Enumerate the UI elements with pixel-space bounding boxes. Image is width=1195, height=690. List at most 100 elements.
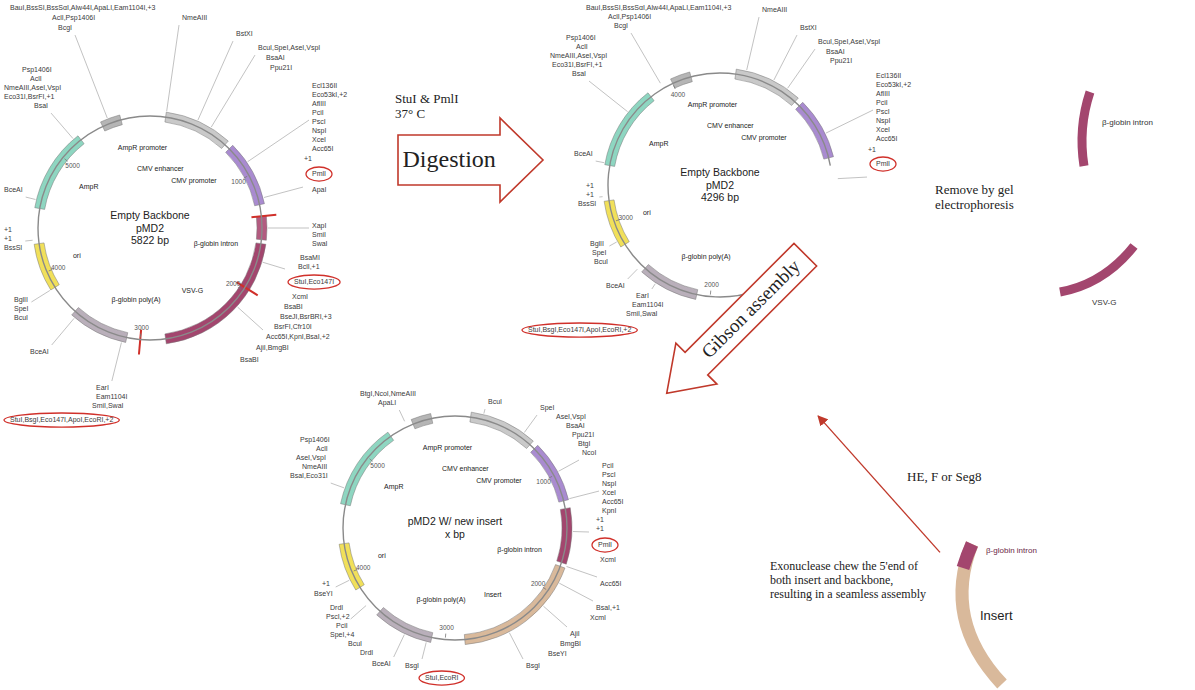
enzyme-site: NmeAIII,AseI,VspI bbox=[4, 84, 61, 92]
enzyme-site: +1 bbox=[586, 182, 594, 190]
enzyme-site: NmeAIII bbox=[762, 6, 787, 14]
feature-label: ori bbox=[73, 252, 81, 260]
feature-arc bbox=[377, 608, 433, 643]
feature-label: ori bbox=[378, 552, 386, 560]
feature-label: AmpR bbox=[649, 140, 668, 148]
enzyme-site: BseYI bbox=[548, 650, 567, 658]
enzyme-site: ApaI bbox=[312, 186, 326, 194]
scale-tick bbox=[710, 291, 711, 295]
enzyme-site: AclI bbox=[30, 75, 42, 83]
feature-arc bbox=[72, 308, 128, 343]
enzyme-site: BssSI bbox=[4, 244, 22, 252]
enzyme-site: Psp1406I bbox=[300, 436, 330, 444]
leader-line bbox=[838, 177, 867, 179]
enzyme-site: BclI,+1 bbox=[298, 263, 320, 271]
enzyme-site: NspI bbox=[602, 480, 616, 488]
enzyme-site: Acc65I bbox=[600, 580, 621, 588]
enzyme-site: XceI bbox=[602, 489, 616, 497]
arrow-outline bbox=[398, 118, 543, 202]
enzyme-site: PciI bbox=[602, 462, 614, 470]
leader-line bbox=[524, 415, 537, 432]
intron-arc bbox=[963, 544, 972, 568]
note-text: Exonuclease chew the 5'end of both inser… bbox=[770, 560, 935, 601]
feature-label: Insert bbox=[484, 591, 502, 599]
feature-label: AmpR bbox=[384, 483, 403, 491]
connector bbox=[818, 416, 940, 552]
enzyme-site: BceAI bbox=[574, 150, 593, 158]
enzyme-site: NmeAIII bbox=[182, 14, 207, 22]
scale-number: 1000 bbox=[231, 178, 245, 185]
enzyme-site: BglII bbox=[590, 240, 604, 248]
feature-label: β-globin intron bbox=[497, 546, 542, 554]
node-text: 4296 bp bbox=[701, 191, 739, 204]
enzyme-site: AclI,Psp1406I bbox=[52, 14, 95, 22]
feature-label: β-globin intron bbox=[194, 240, 239, 248]
site-circle bbox=[288, 275, 340, 289]
enzyme-site: +1 bbox=[322, 580, 330, 588]
feature-arc bbox=[557, 508, 572, 564]
enzyme-site: XapI bbox=[312, 222, 326, 230]
enzyme-site: SpeI bbox=[540, 404, 554, 412]
feature-label: β-globin poly(A) bbox=[112, 296, 161, 304]
leader-line bbox=[238, 307, 263, 330]
enzyme-site: BceAI bbox=[30, 348, 49, 356]
enzyme-site: AflIII bbox=[876, 90, 890, 98]
enzyme-site: BsaAI bbox=[566, 422, 585, 430]
node-text: 5822 bp bbox=[131, 234, 169, 247]
leader-line bbox=[826, 110, 873, 133]
cut-line bbox=[251, 215, 276, 218]
enzyme-site: BceAI bbox=[606, 282, 625, 290]
feature-label: AmpR promoter bbox=[688, 101, 737, 109]
enzyme-site: SpeI bbox=[592, 249, 606, 257]
leader-line bbox=[573, 531, 589, 532]
backbone-circle bbox=[343, 416, 567, 640]
enzyme-site: AjiI,BmgBI bbox=[256, 344, 289, 352]
enzyme-site: BsrFI,Cfr10I bbox=[274, 323, 312, 331]
leader-line bbox=[112, 342, 122, 381]
leader-line bbox=[264, 187, 303, 197]
node-text: Empty Backbone bbox=[680, 166, 759, 179]
node-text: Digestion bbox=[403, 146, 496, 174]
arrow-outline bbox=[646, 234, 826, 414]
enzyme-site: +1 bbox=[304, 155, 312, 163]
leader-line bbox=[567, 566, 597, 577]
enzyme-site: BstXI bbox=[800, 24, 817, 32]
leader-line bbox=[336, 580, 350, 587]
enzyme-site: NcoI bbox=[582, 449, 596, 457]
enzyme-site: Psp1406I bbox=[566, 34, 596, 42]
process-arrow: Gibson assembly bbox=[644, 232, 828, 416]
note-text: Remove by gel electrophoresis bbox=[935, 183, 1035, 213]
enzyme-site: BcuI bbox=[348, 640, 362, 648]
enzyme-site: SmiI bbox=[312, 231, 326, 239]
enzyme-site: DrdI bbox=[360, 649, 373, 657]
leader-line bbox=[543, 606, 567, 627]
feature-label: β-globin poly(A) bbox=[682, 253, 731, 261]
feature-arc bbox=[642, 265, 698, 300]
enzyme-site: StuI,EcoRI bbox=[425, 674, 458, 682]
scale-number: 5000 bbox=[65, 162, 79, 169]
enzyme-site: Eam1104I bbox=[632, 301, 663, 309]
enzyme-site: AclI,Psp1406I bbox=[608, 13, 651, 21]
feature-arc bbox=[735, 69, 798, 105]
node-text: Gibson assembly bbox=[697, 255, 805, 363]
enzyme-site: Ppu21I bbox=[830, 57, 852, 65]
leader-line bbox=[331, 483, 344, 488]
site-circle bbox=[870, 157, 896, 171]
leader-line bbox=[609, 242, 616, 246]
enzyme-site: Acc65I bbox=[312, 145, 333, 153]
enzyme-site: PscI bbox=[876, 108, 890, 116]
enzyme-site: Eco31I,BsrFI,+1 bbox=[4, 93, 54, 101]
leader-line bbox=[263, 262, 285, 269]
edge-label: HE, F or Seg8 bbox=[907, 470, 981, 485]
enzyme-site: NspI bbox=[876, 117, 890, 125]
enzyme-site: PciI bbox=[336, 622, 348, 630]
enzyme-site: BsaI,+1 bbox=[596, 604, 620, 612]
leader-line bbox=[559, 583, 593, 601]
scale-number: 4000 bbox=[671, 91, 685, 98]
feature-label: CMV enhancer bbox=[707, 122, 754, 130]
note-text: β-globin intron bbox=[1102, 118, 1153, 127]
leader-line bbox=[509, 633, 523, 659]
leader-line bbox=[31, 290, 49, 302]
enzyme-site: Acc65I,KpnI,BsaI,+2 bbox=[266, 333, 330, 341]
